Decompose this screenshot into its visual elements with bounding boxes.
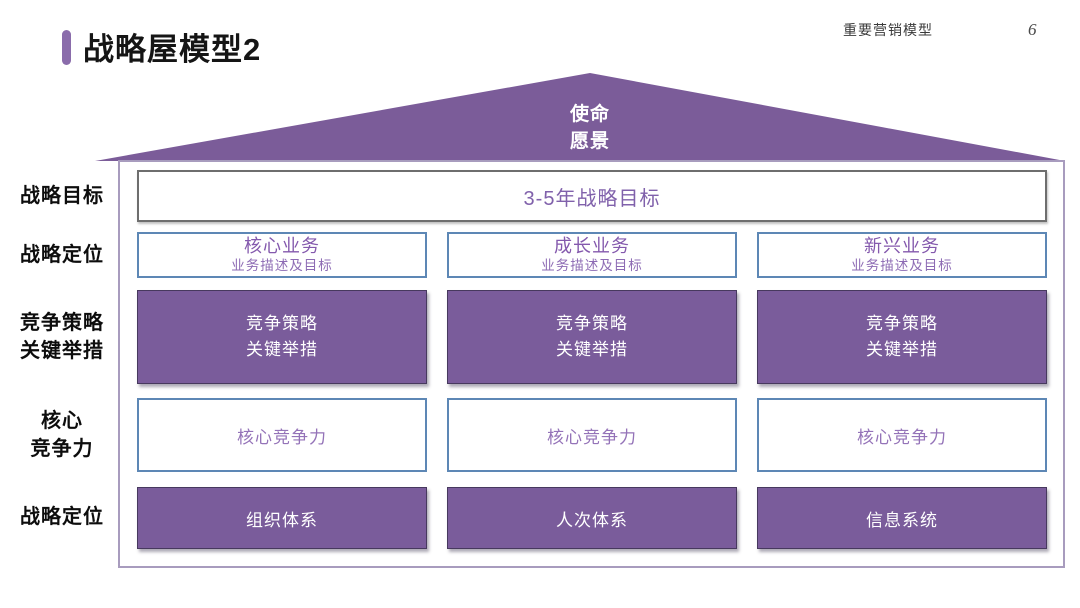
system-box-people: 人次体系 xyxy=(447,487,737,549)
system-box-organization: 组织体系 xyxy=(137,487,427,549)
side-label-core-competence: 核心 竞争力 xyxy=(30,410,94,460)
header-corner-label: 重要营销模型 xyxy=(843,22,933,38)
page-number: 6 xyxy=(1028,20,1037,39)
strategy-box-1: 竞争策略 关键举措 xyxy=(137,290,427,384)
side-label-systems: 战略定位 xyxy=(20,506,104,528)
system-box-information: 信息系统 xyxy=(757,487,1047,549)
positioning-box-emerging: 新兴业务 业务描述及目标 xyxy=(757,232,1047,278)
side-label-positioning: 战略定位 xyxy=(20,244,104,266)
goal-box: 3-5年战略目标 xyxy=(137,170,1047,222)
mission-line: 使命 xyxy=(569,104,610,125)
strategy-box-2: 竞争策略 关键举措 xyxy=(447,290,737,384)
competence-box-2: 核心竞争力 xyxy=(447,398,737,472)
page-title: 战略屋模型2 xyxy=(83,32,262,67)
mission-vision-label: 使命 愿景 xyxy=(490,101,690,155)
positioning-box-growth: 成长业务 业务描述及目标 xyxy=(447,232,737,278)
title-accent-bar xyxy=(62,30,71,65)
strategy-box-3: 竞争策略 关键举措 xyxy=(757,290,1047,384)
vision-line: 愿景 xyxy=(569,131,610,152)
positioning-box-core: 核心业务 业务描述及目标 xyxy=(137,232,427,278)
competence-box-1: 核心竞争力 xyxy=(137,398,427,472)
side-label-goal: 战略目标 xyxy=(20,185,104,207)
competence-box-3: 核心竞争力 xyxy=(757,398,1047,472)
goal-box-label: 3-5年战略目标 xyxy=(523,187,661,210)
side-label-strategy: 竞争策略 关键举措 xyxy=(20,312,104,362)
